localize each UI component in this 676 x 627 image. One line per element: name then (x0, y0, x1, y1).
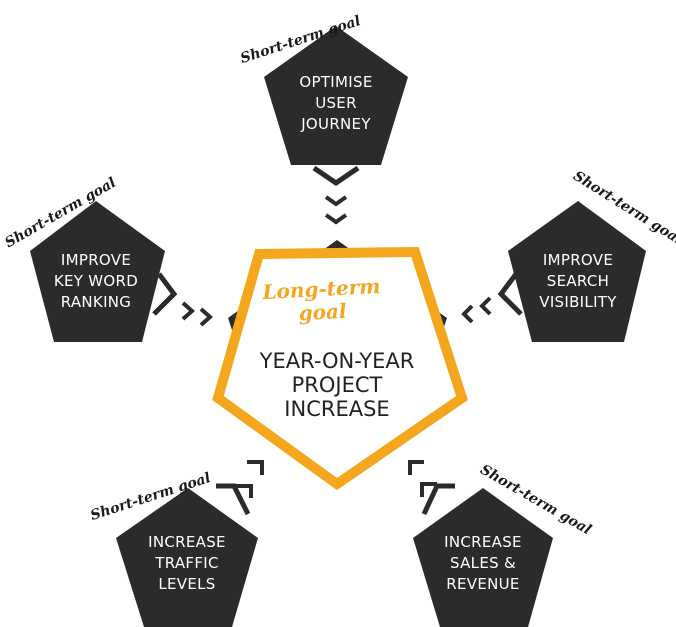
goal-label-bottom-left: INCREASE TRAFFIC LEVELS (127, 532, 247, 595)
connector-right (497, 272, 523, 316)
goal-top-line-3: JOURNEY (301, 115, 371, 133)
chevron-left-2 (199, 307, 214, 327)
connector-bottom-left (216, 483, 251, 516)
center-title: YEAR-ON-YEAR PROJECT INCREASE (237, 349, 437, 421)
chevron-top-2 (324, 213, 348, 225)
goal-pentagon-top (264, 26, 408, 165)
center-title-line-1: YEAR-ON-YEAR (259, 349, 415, 373)
goal-pentagon-right (508, 201, 646, 342)
center-title-line-3: INCREASE (284, 397, 390, 421)
goal-right-line-3: VISIBILITY (539, 293, 617, 311)
chevron-bottom-left-2 (247, 460, 264, 475)
goal-pentagon-bottom-left (116, 488, 258, 627)
long-term-tag: Long-term goal (261, 274, 383, 327)
goal-top-line-1: OPTIMISE (299, 73, 373, 91)
goal-right-line-1: IMPROVE (542, 251, 614, 269)
goal-left-line-2: KEY WORD (53, 272, 139, 290)
connector-top (312, 165, 360, 187)
goal-label-left: IMPROVE KEY WORD RANKING (36, 250, 156, 313)
goal-pentagon-left (30, 201, 165, 342)
goal-left-line-1: IMPROVE (60, 251, 132, 269)
goal-pentagon-bottom-right (413, 488, 553, 627)
goal-bottom-right-line-2: SALES & (450, 554, 516, 572)
goal-label-bottom-right: INCREASE SALES & REVENUE (423, 532, 543, 595)
chevron-top-1 (324, 195, 348, 207)
chevron-left-1 (181, 301, 196, 321)
goal-top-line-2: USER (315, 94, 357, 112)
center-pentagon-outline (212, 246, 468, 491)
chevron-bottom-right-2 (408, 460, 424, 475)
goal-bottom-right-line-3: REVENUE (446, 575, 520, 593)
goal-bottom-left-line-2: TRAFFIC (155, 554, 219, 572)
goal-bottom-right-line-1: INCREASE (444, 533, 522, 551)
connector-left (152, 272, 178, 316)
goal-right-line-2: SEARCH (546, 272, 610, 290)
goal-bottom-left-line-1: INCREASE (148, 533, 226, 551)
goal-label-right: IMPROVE SEARCH VISIBILITY (518, 250, 638, 313)
goal-label-top: OPTIMISE USER JOURNEY (276, 72, 396, 135)
center-title-line-2: PROJECT (291, 373, 383, 397)
chevron-bottom-right-1 (420, 482, 437, 497)
chevron-right-2 (461, 304, 474, 324)
chevron-bottom-left-1 (234, 484, 253, 498)
chevron-right-1 (479, 296, 492, 316)
connector-bottom-right (421, 483, 455, 516)
goal-left-line-3: RANKING (60, 293, 132, 311)
goal-bottom-left-line-3: LEVELS (158, 575, 216, 593)
